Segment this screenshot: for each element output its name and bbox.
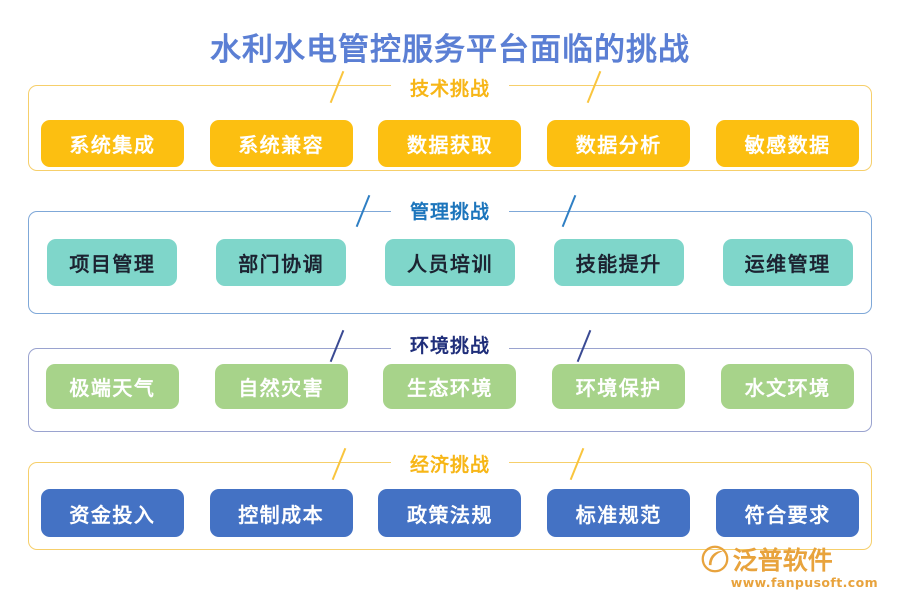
section-heading: 技术挑战 — [409, 78, 491, 100]
challenge-chip[interactable]: 符合要求 — [716, 489, 860, 537]
challenge-chip[interactable]: 敏感数据 — [716, 120, 860, 167]
challenge-chip[interactable]: 环境保护 — [552, 364, 686, 409]
challenge-chip[interactable]: 极端天气 — [45, 364, 179, 409]
fanpu-swirl-icon — [701, 545, 729, 573]
logo-row: 泛普软件 — [701, 541, 833, 577]
section-frame — [28, 210, 872, 314]
heading-gap-mask — [391, 210, 509, 216]
chip-row: 系统集成 系统兼容 数据获取 数据分析 敏感数据 — [28, 120, 872, 167]
logo-website-url: www.fanpusoft.com — [730, 575, 878, 590]
challenge-chip[interactable]: 生态环境 — [383, 364, 517, 409]
challenge-chip[interactable]: 数据分析 — [547, 120, 691, 167]
challenge-chip[interactable]: 系统兼容 — [209, 120, 353, 167]
challenge-chip[interactable]: 自然灾害 — [214, 364, 348, 409]
chip-row: 项目管理 部门协调 人员培训 技能提升 运维管理 — [28, 239, 872, 286]
challenge-chip[interactable]: 政策法规 — [378, 489, 522, 537]
challenge-chip[interactable]: 资金投入 — [40, 489, 184, 537]
section-frame — [28, 84, 872, 171]
page-title: 水利水电管控服务平台面临的挑战 — [210, 32, 690, 68]
heading-gap-mask — [391, 461, 509, 467]
challenge-chip[interactable]: 技能提升 — [553, 239, 684, 286]
chip-row: 极端天气 自然灾害 生态环境 环境保护 水文环境 — [28, 364, 872, 409]
challenge-chip[interactable]: 数据获取 — [378, 120, 522, 167]
section-heading: 环境挑战 — [409, 335, 491, 357]
brand-logo: 泛普软件 www.fanpusoft.com — [701, 541, 878, 590]
challenge-chip[interactable]: 人员培训 — [384, 239, 515, 286]
challenge-chip[interactable]: 水文环境 — [721, 364, 855, 409]
section-heading: 经济挑战 — [409, 454, 491, 476]
challenge-chip[interactable]: 标准规范 — [547, 489, 691, 537]
chip-row: 资金投入 控制成本 政策法规 标准规范 符合要求 — [28, 489, 872, 537]
challenge-chip[interactable]: 项目管理 — [47, 239, 178, 286]
section-frame — [28, 347, 872, 432]
challenge-chip[interactable]: 控制成本 — [209, 489, 353, 537]
section-frame — [28, 461, 872, 550]
heading-gap-mask — [391, 84, 509, 90]
challenge-chip[interactable]: 系统集成 — [40, 120, 184, 167]
section-heading: 管理挑战 — [409, 201, 491, 223]
challenge-chip[interactable]: 部门协调 — [216, 239, 347, 286]
heading-gap-mask — [391, 347, 509, 353]
challenge-chip[interactable]: 运维管理 — [722, 239, 853, 286]
logo-company-name: 泛普软件 — [732, 546, 833, 575]
